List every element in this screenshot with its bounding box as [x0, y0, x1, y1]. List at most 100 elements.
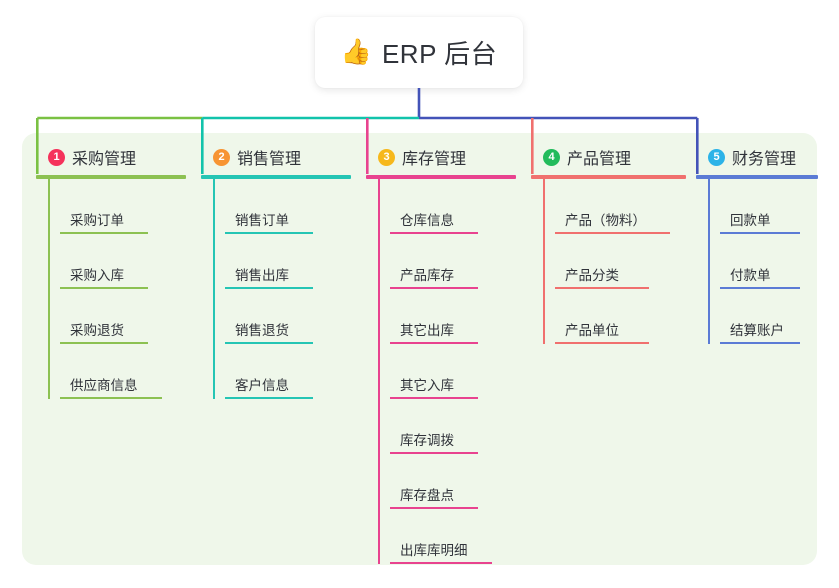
branch-item-label: 销售订单	[235, 213, 289, 228]
branch-header-5[interactable]: 5 财务管理	[696, 144, 818, 170]
branch-item-rule	[60, 287, 148, 289]
branch-item-rule	[225, 397, 313, 399]
branch-item-rule	[555, 342, 649, 344]
branch-item-rule	[225, 287, 313, 289]
branch-item-rule	[390, 452, 478, 454]
branch-item[interactable]: 销售出库	[213, 234, 351, 289]
branch-item-label: 采购入库	[70, 268, 124, 283]
branch-title: 财务管理	[732, 151, 797, 168]
branch-item-label: 出库库明细	[400, 543, 468, 558]
branch-item-rule	[390, 287, 478, 289]
branch-item-rule	[390, 232, 478, 234]
branch-item-label: 销售出库	[235, 268, 289, 283]
branch-item[interactable]: 其它入库	[378, 344, 516, 399]
branch-item[interactable]: 客户信息	[213, 344, 351, 399]
branch-item-label: 采购退货	[70, 323, 124, 338]
branch-item-label: 回款单	[730, 213, 771, 228]
branch-item[interactable]: 产品分类	[543, 234, 686, 289]
branch-item[interactable]: 库存盘点	[378, 454, 516, 509]
branch-item-label: 库存盘点	[400, 488, 454, 503]
branch-column-5: 5 财务管理回款单付款单结算账户	[696, 144, 818, 344]
branch-item[interactable]: 销售退货	[213, 289, 351, 344]
branch-column-2: 2 销售管理销售订单销售出库销售退货客户信息	[201, 144, 351, 399]
branch-item[interactable]: 供应商信息	[48, 344, 186, 399]
branch-item[interactable]: 采购退货	[48, 289, 186, 344]
branch-number-badge: 1	[48, 148, 65, 166]
branch-item-label: 结算账户	[730, 323, 784, 338]
branch-item[interactable]: 采购订单	[48, 179, 186, 234]
branch-item-label: 产品单位	[565, 323, 619, 338]
branch-item-label: 客户信息	[235, 378, 289, 393]
branch-item[interactable]: 仓库信息	[378, 179, 516, 234]
thumbs-up-icon: 👍	[340, 38, 372, 66]
branch-item-label: 仓库信息	[400, 213, 454, 228]
branch-item-list: 回款单付款单结算账户	[696, 179, 818, 344]
branch-item-label: 其它入库	[400, 378, 454, 393]
branch-spine	[48, 179, 50, 399]
branch-spine	[543, 179, 545, 344]
branch-item[interactable]: 销售订单	[213, 179, 351, 234]
branch-header-3[interactable]: 3 库存管理	[366, 144, 516, 170]
branch-number-badge: 2	[213, 148, 230, 166]
branch-item-label: 付款单	[730, 268, 771, 283]
branch-item[interactable]: 付款单	[708, 234, 818, 289]
branch-item-rule	[720, 287, 800, 289]
branch-item-rule	[225, 232, 313, 234]
branch-item-label: 其它出库	[400, 323, 454, 338]
branch-header-2[interactable]: 2 销售管理	[201, 144, 351, 170]
branch-column-3: 3 库存管理仓库信息产品库存其它出库其它入库库存调拨库存盘点出库库明细	[366, 144, 516, 564]
branch-item-rule	[390, 562, 492, 564]
branch-item-rule	[720, 342, 800, 344]
branch-header-rule	[201, 175, 351, 179]
branch-item-label: 产品库存	[400, 268, 454, 283]
branch-item-rule	[390, 397, 478, 399]
branch-title: 采购管理	[72, 151, 137, 168]
branch-item[interactable]: 回款单	[708, 179, 818, 234]
branch-item[interactable]: 采购入库	[48, 234, 186, 289]
branch-item[interactable]: 库存调拨	[378, 399, 516, 454]
branch-item-rule	[555, 287, 649, 289]
branch-title: 销售管理	[237, 151, 302, 168]
branch-item[interactable]: 其它出库	[378, 289, 516, 344]
branch-column-1: 1 采购管理采购订单采购入库采购退货供应商信息	[36, 144, 186, 399]
branches-panel	[22, 133, 817, 565]
branch-item-label: 采购订单	[70, 213, 124, 228]
branch-spine	[708, 179, 710, 344]
branch-item-rule	[390, 507, 478, 509]
branch-item-rule	[60, 342, 148, 344]
root-node-title: ERP 后台	[381, 39, 498, 69]
branch-item[interactable]: 产品库存	[378, 234, 516, 289]
branch-header-rule	[531, 175, 686, 179]
branch-item-rule	[60, 397, 162, 399]
root-node-card[interactable]: 👍 ERP 后台	[315, 17, 523, 88]
branch-item-label: 产品（物料）	[565, 213, 646, 228]
branch-item-list: 产品（物料） 产品分类产品单位	[531, 179, 686, 344]
branch-item-rule	[225, 342, 313, 344]
branch-header-1[interactable]: 1 采购管理	[36, 144, 186, 170]
branch-item[interactable]: 结算账户	[708, 289, 818, 344]
branch-header-4[interactable]: 4 产品管理	[531, 144, 686, 170]
branch-item[interactable]: 产品（物料）	[543, 179, 686, 234]
branch-item-label: 销售退货	[235, 323, 289, 338]
branch-column-4: 4 产品管理产品（物料） 产品分类产品单位	[531, 144, 686, 344]
branch-item-rule	[390, 342, 478, 344]
branch-header-rule	[366, 175, 516, 179]
branch-spine	[378, 179, 380, 564]
branch-number-badge: 4	[543, 148, 560, 166]
branch-item-list: 采购订单采购入库采购退货供应商信息	[36, 179, 186, 399]
branch-spine	[213, 179, 215, 399]
branch-title: 库存管理	[402, 151, 467, 168]
branch-item-list: 仓库信息产品库存其它出库其它入库库存调拨库存盘点出库库明细	[366, 179, 516, 564]
branch-item[interactable]: 产品单位	[543, 289, 686, 344]
branch-item-list: 销售订单销售出库销售退货客户信息	[201, 179, 351, 399]
branch-number-badge: 3	[378, 148, 395, 166]
branch-item-label: 供应商信息	[70, 378, 138, 393]
branch-item-label: 库存调拨	[400, 433, 454, 448]
branch-item[interactable]: 出库库明细	[378, 509, 516, 564]
branch-item-rule	[555, 232, 670, 234]
branch-item-label: 产品分类	[565, 268, 619, 283]
branch-number-badge: 5	[708, 148, 725, 166]
branch-item-rule	[720, 232, 800, 234]
branch-title: 产品管理	[567, 151, 632, 168]
